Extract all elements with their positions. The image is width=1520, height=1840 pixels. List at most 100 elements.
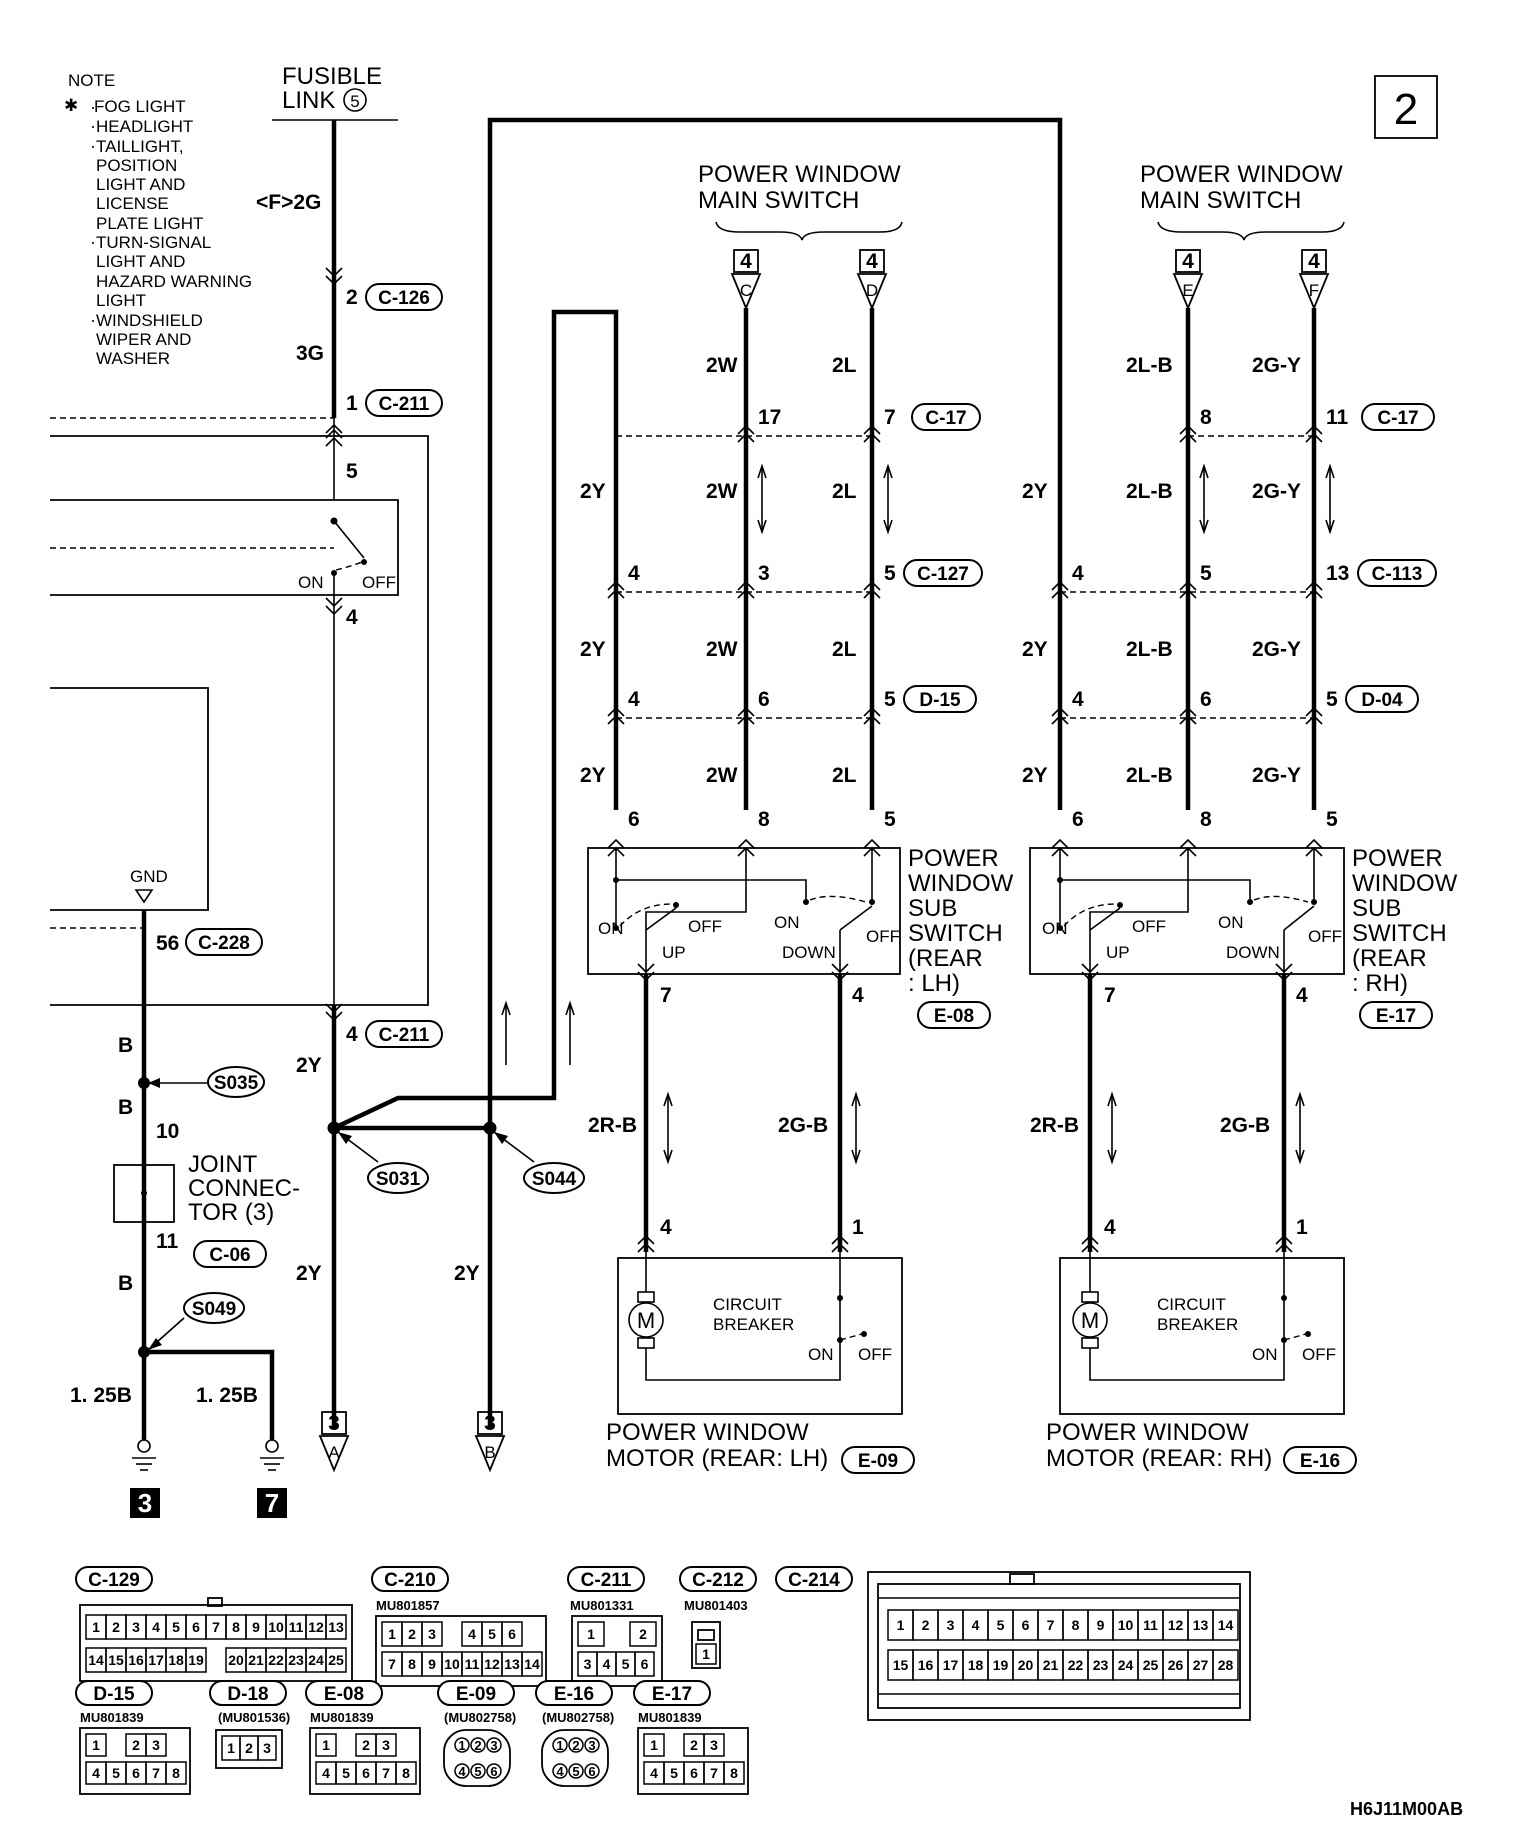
pin-number: 11 (1326, 406, 1349, 429)
switch-on-label: ON (1042, 919, 1068, 938)
connector-tag: E-16 (1300, 1451, 1340, 1472)
legend-part-number: MU801839 (310, 1710, 374, 1725)
figure-id: H6J11M00AB (1350, 1799, 1463, 1819)
legend-pin (375, 1733, 397, 1757)
legend-pin-label: 7 (1047, 1617, 1055, 1633)
note-line: LIGHT AND (96, 175, 185, 194)
feed-wire: <F>2G 3G 2 C-126 1 C-211 5 4 4 C-211 2Y … (256, 120, 443, 1428)
legend-part-number: MU801403 (684, 1598, 748, 1613)
legend-pin-label: 7 (152, 1765, 160, 1781)
motor-symbol: M (637, 1308, 655, 1333)
wire-color-label: 2G-B (1220, 1114, 1270, 1137)
pin-number: 4 (346, 606, 358, 629)
legend-pin-label: 20 (228, 1652, 244, 1668)
splice-tag: S031 (376, 1169, 421, 1190)
legend-pin-label: 4 (458, 1764, 466, 1779)
legend-pin (634, 1651, 655, 1677)
wires-rh: 2L-B 2G-Y 8 11 C-17 2Y 2L-B 2G-Y 4 5 13 … (1022, 308, 1437, 857)
legend-pin (521, 1651, 543, 1677)
legend-pin-label: 28 (1218, 1657, 1234, 1673)
legend-pin-label: 7 (212, 1619, 220, 1635)
motor-label: POWER WINDOW (606, 1419, 809, 1446)
legend-pin-label: 1 (587, 1626, 595, 1642)
legend-pin-label: 21 (248, 1652, 264, 1668)
legend-pin-label: 25 (1143, 1657, 1159, 1673)
legend-pin-label: 12 (484, 1656, 500, 1672)
motor-circuit-lh: 7 4 2R-B 2G-B 4 1 M CIRCUIT BREAKER ON O… (588, 963, 915, 1474)
legend-pin-label: 25 (328, 1652, 344, 1668)
pin-number: 7 (1104, 984, 1116, 1007)
legend-pin-label: 1 (458, 1738, 465, 1753)
legend-pin-label: 8 (730, 1765, 738, 1781)
switch-down-label: DOWN (782, 943, 836, 962)
pin-number: 1 (1296, 1216, 1308, 1239)
pin-number: 1 (852, 1216, 864, 1239)
note-line: LICENSE (96, 194, 169, 213)
page-ref-letter: A (328, 1443, 340, 1462)
sub-switch-label: POWER (1352, 845, 1443, 872)
legend-pin (703, 1733, 725, 1757)
legend-pin-label: 13 (328, 1619, 344, 1635)
pin-number: 8 (1200, 406, 1212, 429)
ground-circuit: GND 56 C-228 B B B S035 10 JOINT CONNEC-… (70, 867, 300, 1518)
pin-number: 5 (1200, 562, 1212, 585)
legend-pin-label: 20 (1018, 1657, 1034, 1673)
main-switch-label: POWER WINDOW (698, 161, 901, 188)
pin-number: 4 (660, 1216, 672, 1239)
connector-tag: C-17 (1377, 408, 1418, 429)
legend-pin (185, 1647, 207, 1673)
connector-tag: D-15 (919, 690, 961, 711)
note-line: WINDSHIELD (96, 311, 203, 330)
legend-pin-label: 5 (997, 1617, 1005, 1633)
legend-pin-label: 1 (92, 1619, 100, 1635)
wire-color-label: 2L (832, 480, 857, 503)
pin-number: 10 (156, 1120, 179, 1143)
pin-number: 2 (346, 286, 358, 309)
legend-pin-label: 15 (893, 1657, 909, 1673)
switch-on-label: ON (598, 919, 624, 938)
pin-number: 1 (346, 392, 358, 415)
legend-pin-label: 14 (524, 1656, 540, 1672)
legend-pin (257, 1735, 277, 1761)
legend-pin (470, 1737, 486, 1753)
legend-pin (568, 1737, 584, 1753)
wire-color-label: B (118, 1272, 133, 1295)
legend-pin-label: 7 (710, 1765, 718, 1781)
legend-pin-label: 7 (388, 1656, 396, 1672)
legend-pin (454, 1763, 470, 1779)
wire-color-label: 2L-B (1126, 638, 1173, 661)
pin-number: 6 (1200, 688, 1212, 711)
motor-label: MOTOR (REAR: LH) (606, 1445, 828, 1472)
legend-pin-label: 4 (603, 1656, 611, 1672)
connector-tag: C-211 (379, 1025, 430, 1046)
legend-pin-label: 6 (362, 1765, 370, 1781)
legend-pin-label: 1 (897, 1617, 905, 1633)
legend-pin-label: 1 (92, 1737, 100, 1753)
legend-pin (165, 1761, 187, 1785)
wire-color-label: 2Y (296, 1054, 322, 1077)
legend-pin-label: 4 (92, 1765, 100, 1781)
legend-pin-label: 3 (152, 1737, 160, 1753)
breaker-label: BREAKER (1157, 1315, 1238, 1334)
wire-color-label: 2Y (1022, 638, 1048, 661)
pin-number: 4 (628, 688, 640, 711)
legend-connector-tag: E-16 (554, 1684, 594, 1705)
connector-tag: C-211 (379, 394, 430, 415)
sub-switch-label: WINDOW (1352, 870, 1458, 897)
splice-tag: S044 (532, 1169, 577, 1190)
wire-color-label: B (118, 1034, 133, 1057)
pin-number: 4 (1104, 1216, 1116, 1239)
pin-number: 5 (1326, 808, 1338, 831)
legend-pin (454, 1737, 470, 1753)
pin-number: 5 (884, 562, 896, 585)
switch-off-label: OFF (1308, 927, 1342, 946)
